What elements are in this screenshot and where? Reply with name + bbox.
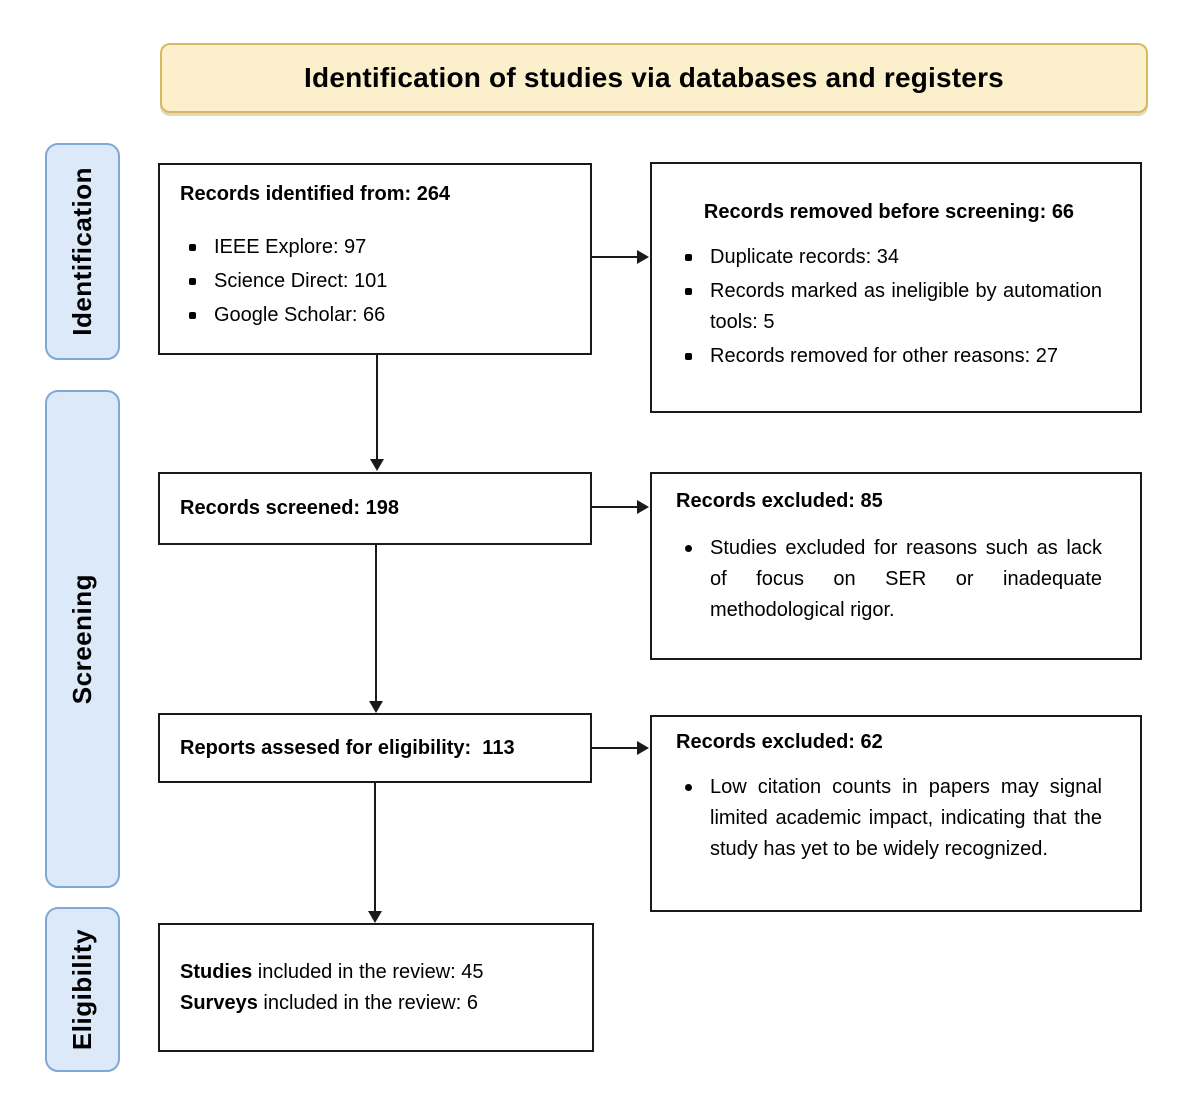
records-excluded-62-list: Low citation counts in papers may signal… [676,772,1102,865]
arrow-screened-to-assessed-line [375,545,377,701]
list-item-text: Science Direct: 101 [214,270,388,292]
stage-screening-text: Screening [67,573,97,705]
records-identified-heading: Records identified from: 264 [180,183,451,205]
list-item-text: Records removed for other reasons: 27 [710,344,1058,367]
arrow-identified-to-removed-line [592,256,638,258]
included-studies-label: Studies [180,960,253,983]
records-excluded-62-heading: Records excluded: 62 [676,731,883,753]
list-item-text: Google Scholar: 66 [214,304,386,326]
box-records-screened: Records screened: 198 [158,472,592,545]
diagram-title-box: Identification of studies via databases … [160,43,1148,113]
records-excluded-85-list: Studies excluded for reasons such as lac… [676,533,1102,626]
records-removed-heading: Records removed before screening: 66 [703,200,1075,223]
list-item: IEEE Explore: 97 [180,232,570,263]
arrow-screened-to-assessed-head [369,701,383,713]
included-line-studies: Studies included in the review: 45 [180,957,572,988]
list-item-text: IEEE Explore: 97 [214,236,367,258]
arrow-assessed-to-excluded-head [637,741,649,755]
list-item-text: Studies excluded for reasons such as lac… [710,537,1102,621]
arrow-identified-to-screened-line [376,355,378,459]
diagram-title: Identification of studies via databases … [304,62,1004,93]
arrow-identified-to-removed-head [637,250,649,264]
box-reports-assessed: Reports assesed for eligibility: 113 [158,713,592,783]
included-studies-text: included in the review: 45 [252,960,484,983]
list-item: Low citation counts in papers may signal… [676,772,1102,865]
list-item-text: Low citation counts in papers may signal… [710,776,1102,860]
included-surveys-text: included in the review: 6 [257,991,478,1014]
list-item: Duplicate records: 34 [676,242,1102,273]
stage-label-screening: Screening [45,390,120,888]
arrow-assessed-to-excluded-line [592,747,638,749]
stage-eligibility-text: Eligibility [67,928,97,1051]
arrow-assessed-to-included-line [374,783,376,911]
arrow-identified-to-screened-head [370,459,384,471]
arrow-assessed-to-included-head [368,911,382,923]
records-identified-list: IEEE Explore: 97 Science Direct: 101 Goo… [180,232,570,331]
box-records-excluded-eligibility: Records excluded: 62 Low citation counts… [650,715,1142,912]
list-item: Science Direct: 101 [180,266,570,297]
stage-label-eligibility: Eligibility [45,907,120,1072]
list-item: Google Scholar: 66 [180,300,570,331]
arrow-screened-to-excluded-head [637,500,649,514]
box-records-excluded-screening: Records excluded: 85 Studies excluded fo… [650,472,1142,660]
records-screened-heading: Records screened: 198 [180,497,400,519]
records-excluded-85-heading: Records excluded: 85 [676,490,883,512]
list-item: Records marked as ineligible by automati… [676,276,1102,338]
included-line-surveys: Surveys included in the review: 6 [180,988,572,1019]
list-item-text: Records marked as ineligible by automati… [710,279,1102,333]
stage-label-identification: Identification [45,143,120,360]
list-item: Studies excluded for reasons such as lac… [676,533,1102,626]
box-records-identified: Records identified from: 264 IEEE Explor… [158,163,592,355]
box-records-removed: Records removed before screening: 66 Dup… [650,162,1142,413]
list-item: Records removed for other reasons: 27 [676,341,1102,372]
reports-assessed-heading: Reports assesed for eligibility: 113 [180,736,515,759]
box-studies-included: Studies included in the review: 45 Surve… [158,923,594,1052]
stage-identification-text: Identification [67,167,97,336]
arrow-screened-to-excluded-line [592,506,638,508]
list-item-text: Duplicate records: 34 [710,245,899,268]
records-removed-list: Duplicate records: 34 Records marked as … [676,242,1102,375]
included-surveys-label: Surveys [180,991,258,1014]
